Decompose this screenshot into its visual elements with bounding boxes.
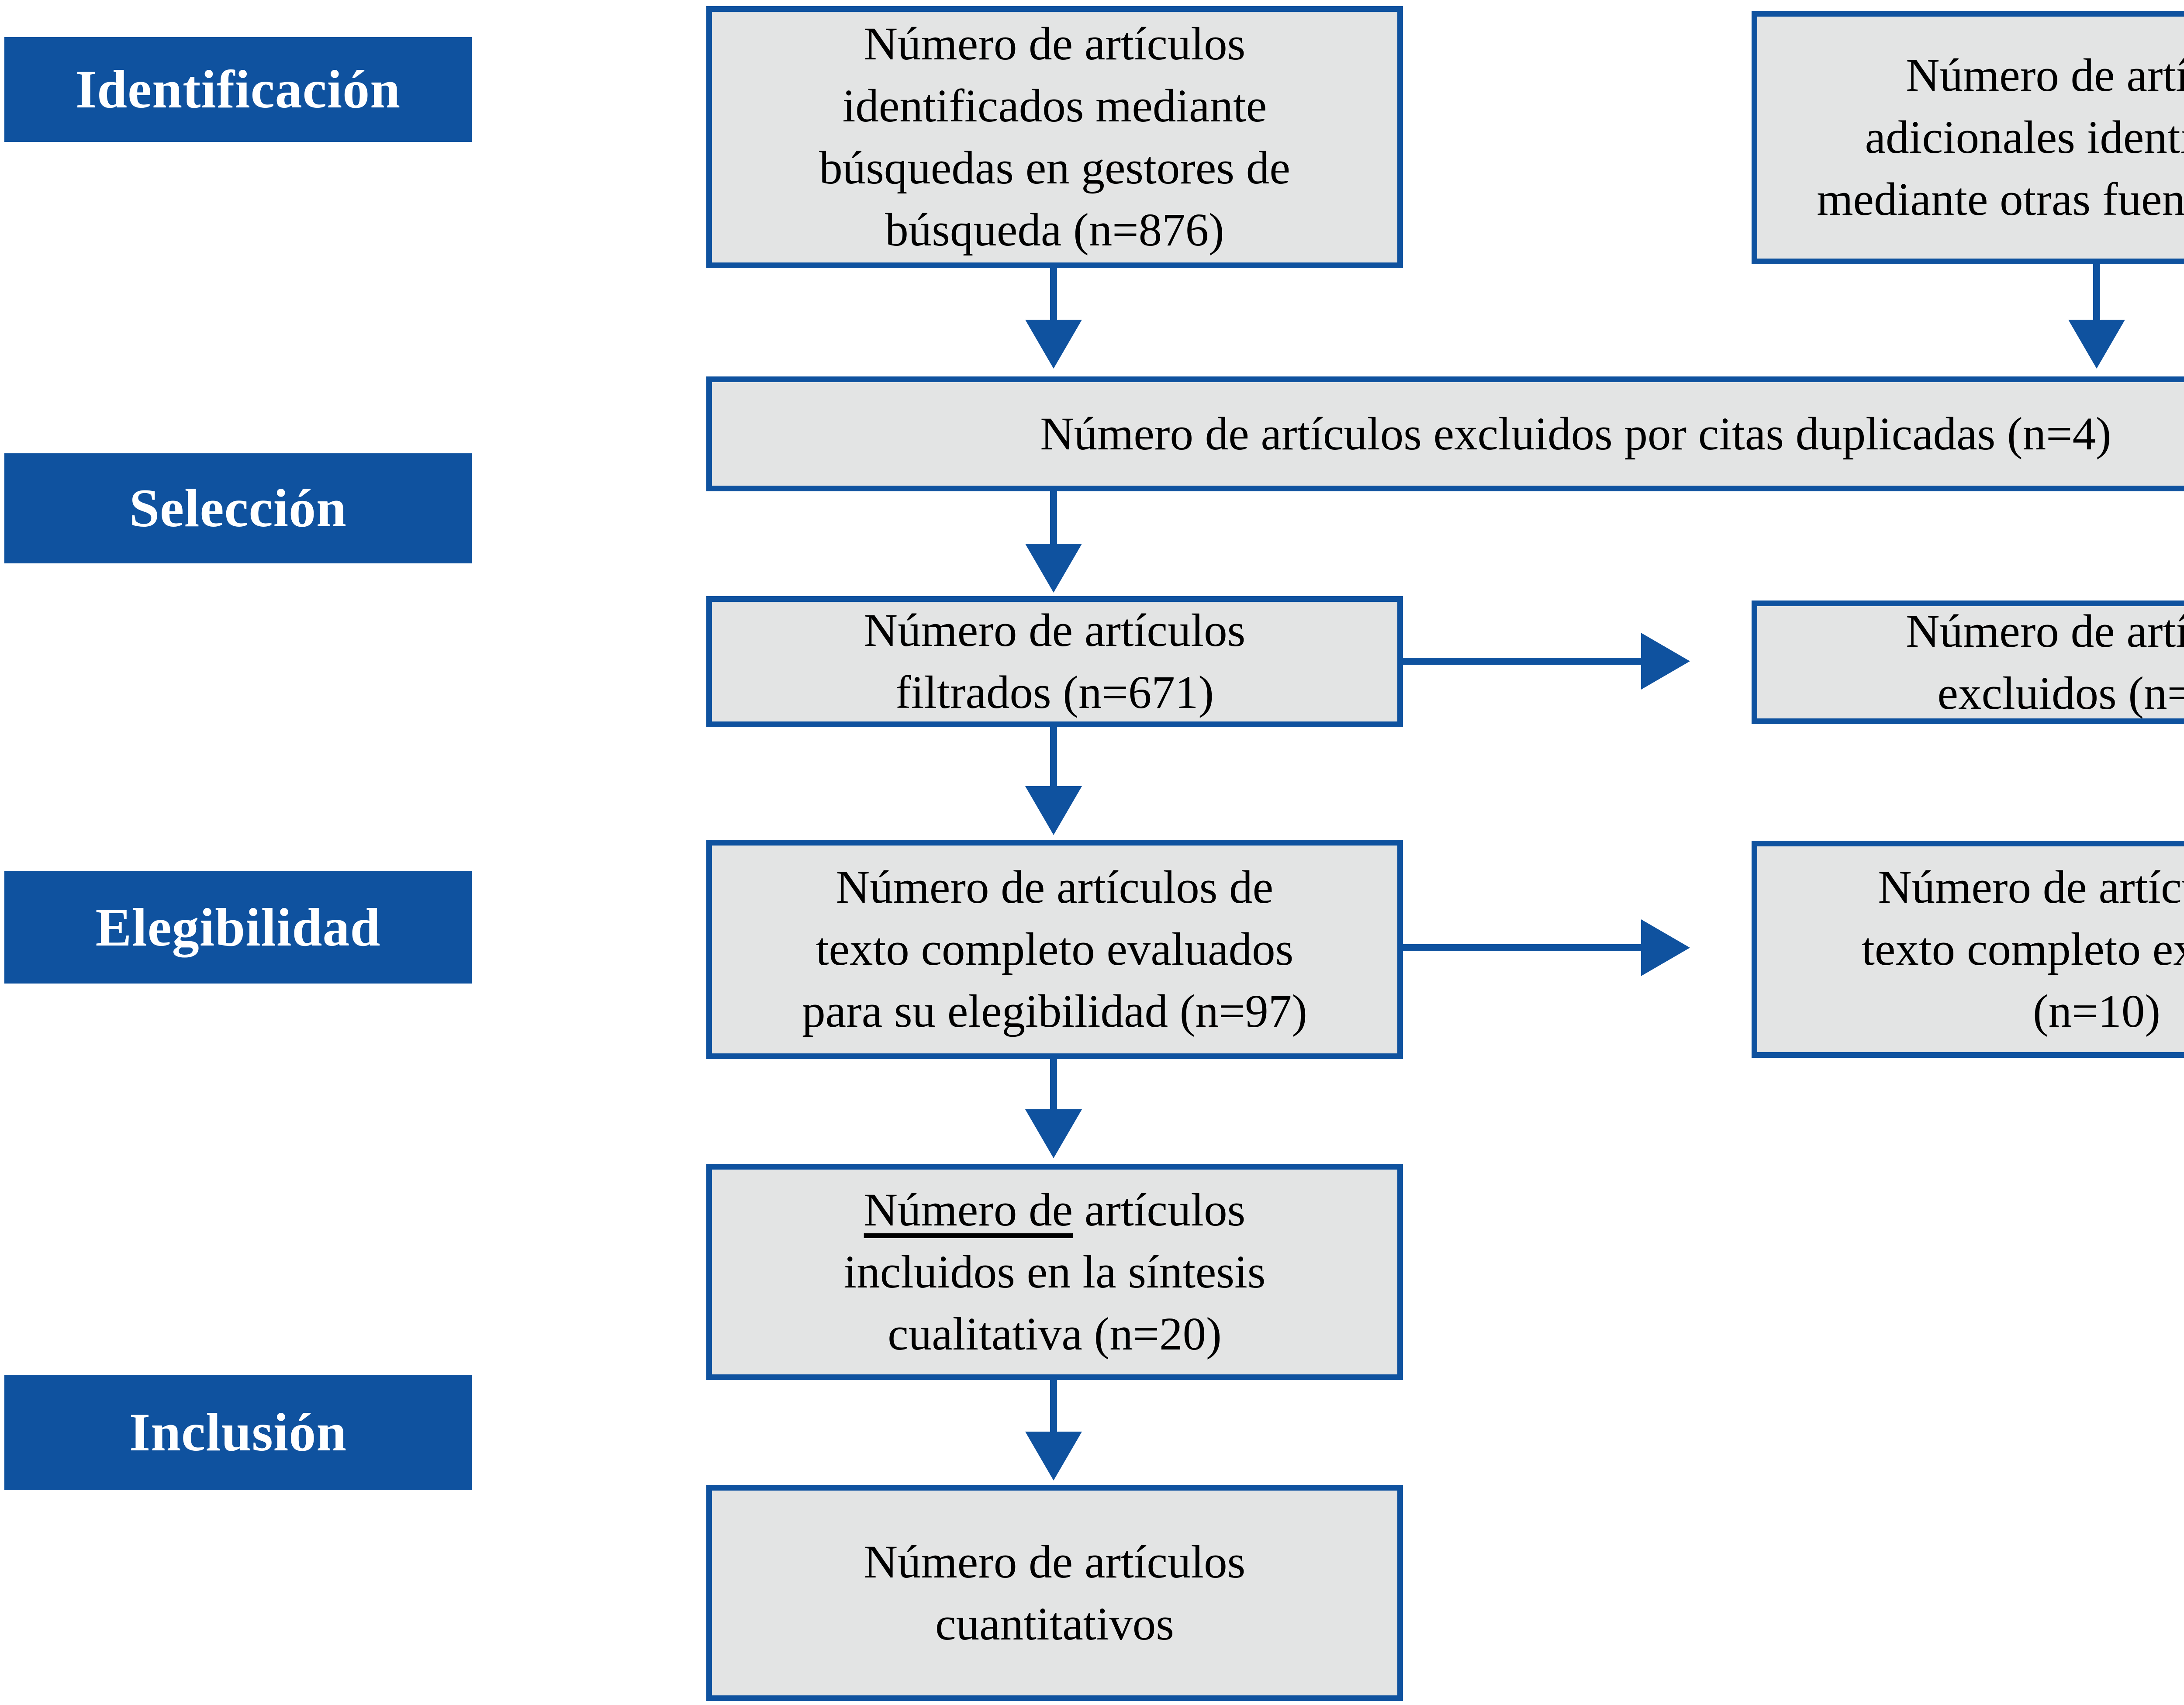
line1-rest: artículos — [1073, 1184, 1246, 1236]
stage-label-elegibilidad: Elegibilidad — [4, 871, 472, 984]
box-text: Número de artículos excluidos (n=28) — [1906, 605, 2184, 719]
box-additional-sources: Número de artículos adicionales identifi… — [1752, 11, 2184, 264]
stage-label-seleccion: Selección — [4, 453, 472, 563]
arrow-head — [1025, 1432, 1082, 1481]
box-screened-articles: Número de artículos filtrados (n=671) — [706, 596, 1403, 727]
arrow-head — [1025, 320, 1082, 369]
box-text: Número de artículos adicionales identifi… — [1817, 50, 2184, 225]
arrow-shaft — [2093, 263, 2100, 320]
box-text: Número de artículos cuantitativos — [864, 1536, 1246, 1650]
arrow-head — [1025, 544, 1082, 593]
arrow-head — [1025, 1109, 1082, 1158]
box-duplicates-excluded: Número de artículos excluidos por citas … — [706, 376, 2184, 491]
underlined-text: Número de — [864, 1184, 1073, 1236]
line3: cualitativa (n=20) — [888, 1308, 1222, 1360]
arrow-head — [1641, 919, 1690, 976]
box-fulltext-assessed: Número de artículos de texto completo ev… — [706, 840, 1403, 1059]
arrow-shaft — [1402, 944, 1641, 951]
stage-label-text: Elegibilidad — [95, 897, 381, 957]
arrow-head — [2068, 320, 2125, 369]
arrow-shaft — [1050, 267, 1057, 320]
stage-label-text: Selección — [129, 478, 347, 538]
box-identified-articles: Número de artículos identificados median… — [706, 6, 1403, 268]
stage-label-inclusion: Inclusión — [4, 1375, 472, 1490]
arrow-head — [1025, 786, 1082, 835]
arrow-shaft — [1050, 490, 1057, 544]
box-quantitative-articles: Número de artículos cuantitativos — [706, 1485, 1403, 1701]
box-text: Número de artículos de texto completo ev… — [802, 862, 1307, 1037]
arrow-head — [1641, 633, 1690, 690]
arrow-shaft — [1050, 1058, 1057, 1109]
box-screening-excluded: Número de artículos excluidos (n=28) — [1752, 601, 2184, 724]
box-qualitative-synthesis: Número de artículos incluidos en la sínt… — [706, 1164, 1403, 1380]
stage-label-text: Inclusión — [129, 1402, 347, 1462]
box-text: Número de artículos identificados median… — [819, 18, 1290, 256]
box-fulltext-excluded: Número de artículos de texto completo ex… — [1752, 841, 2184, 1058]
box-text: Número de artículos incluidos en la sínt… — [835, 1179, 1275, 1365]
line2: incluidos en la síntesis — [843, 1246, 1266, 1298]
arrow-shaft — [1402, 658, 1641, 665]
arrow-shaft — [1050, 726, 1057, 786]
box-text: Número de artículos excluidos por citas … — [1040, 408, 2111, 460]
stage-label-identificacion: Identificación — [4, 37, 472, 142]
box-text: Número de artículos de texto completo ex… — [1862, 861, 2184, 1037]
stage-label-text: Identificación — [75, 59, 401, 119]
box-text: Número de artículos filtrados (n=671) — [864, 605, 1246, 718]
arrow-shaft — [1050, 1379, 1057, 1432]
